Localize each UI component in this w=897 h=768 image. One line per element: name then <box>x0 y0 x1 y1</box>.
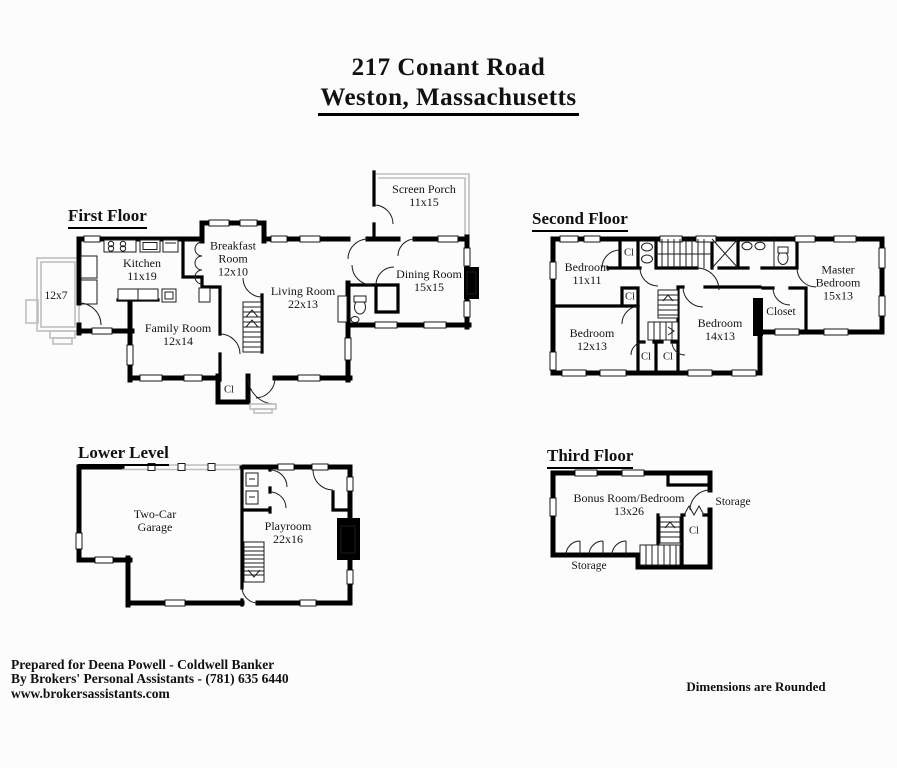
laundry-fixtures <box>245 472 259 505</box>
fireplace-icon-lower <box>337 518 360 560</box>
stairs-third-floor <box>639 516 681 566</box>
second-floor-windows <box>549 235 886 377</box>
label-bedroom-11x11: Bedroom 11x11 <box>564 260 610 287</box>
stairs-lower-level <box>243 541 265 583</box>
heading-first-floor: First Floor <box>68 206 147 229</box>
sink-icon <box>754 241 766 251</box>
dishwasher-icon <box>162 239 179 253</box>
lower-level-interior-walls <box>240 465 352 607</box>
third-floor-door-arcs <box>565 489 711 556</box>
toilet-icon <box>350 295 367 323</box>
label-breakfast-room: Breakfast Room 12x10 <box>210 238 256 279</box>
lower-level-plan <box>75 463 360 608</box>
family-counter <box>117 288 177 303</box>
kitchen-sink-icon <box>139 239 161 253</box>
label-bedroom-14x13: Bedroom 14x13 <box>697 316 743 343</box>
label-playroom: Playroom 22x16 <box>264 519 312 546</box>
label-storage-right: Storage <box>715 495 751 508</box>
label-cl-hall: Cl <box>624 247 634 259</box>
door-arc <box>373 204 394 225</box>
sink-icon <box>741 241 753 251</box>
bifold-door <box>683 504 705 517</box>
third-floor-windows <box>549 469 645 517</box>
bay-scallops <box>194 241 203 285</box>
bath-sink-icon <box>350 316 360 323</box>
property-address: 217 Conant Road <box>351 54 546 81</box>
label-cl-left: Cl <box>641 351 651 363</box>
stairs-first-floor <box>242 301 262 353</box>
label-bedroom-12x13: Bedroom 12x13 <box>569 326 615 353</box>
screen-porch-outline <box>372 170 470 241</box>
lower-level-door-arcs <box>241 469 334 604</box>
label-deck: 12x7 <box>44 289 68 302</box>
stove-icon <box>103 239 137 253</box>
front-steps <box>249 403 277 414</box>
label-storage-bottom: Storage <box>571 559 607 572</box>
preparer-credits: Prepared for Deena Powell - Coldwell Ban… <box>11 657 289 701</box>
property-city: Weston, Massachusetts <box>318 84 579 116</box>
master-bath-fixtures <box>741 239 789 268</box>
shower-icon <box>711 238 739 269</box>
label-screen-porch: Screen Porch 11x15 <box>392 182 456 209</box>
first-floor-windows <box>83 219 471 382</box>
label-cl-right: Cl <box>663 351 673 363</box>
stairwell-center <box>647 289 679 341</box>
label-bonus-room: Bonus Room/Bedroom 13x26 <box>573 491 685 518</box>
label-master-bedroom: Master Bedroom 15x13 <box>815 262 861 303</box>
heading-second-floor: Second Floor <box>532 209 628 232</box>
label-closet-master: Closet <box>766 305 796 318</box>
second-floor-door-arcs <box>601 249 817 356</box>
label-cl-center: Cl <box>625 291 635 303</box>
credit-line-1: Prepared for Deena Powell - Coldwell Ban… <box>11 657 275 672</box>
credit-line-3: www.brokersassistants.com <box>11 685 170 701</box>
hall-bath-sinks-icon <box>641 242 653 264</box>
first-floor-plan <box>25 170 479 414</box>
window-seat <box>198 287 348 323</box>
stairs-second-floor-top <box>656 239 712 268</box>
label-cl-third: Cl <box>689 525 699 537</box>
heading-third-floor: Third Floor <box>547 446 634 469</box>
label-kitchen: Kitchen 11x19 <box>123 256 161 283</box>
closet-slider-door <box>753 298 763 336</box>
refrigerator-icon <box>80 255 98 305</box>
third-floor-outer-walls <box>550 470 713 570</box>
credit-line-2: By Brokers' Personal Assistants - (781) … <box>11 671 289 687</box>
label-living-room: Living Room 22x13 <box>270 284 336 311</box>
label-family-room: Family Room 12x14 <box>144 321 212 348</box>
third-floor-interior-walls <box>656 471 712 569</box>
heading-lower-level: Lower Level <box>78 443 169 466</box>
label-closet-first: Cl <box>224 384 234 396</box>
third-floor-plan <box>549 469 713 570</box>
label-dining-room: Dining Room 15x15 <box>396 267 462 294</box>
dimensions-note: Dimensions are Rounded <box>686 679 826 694</box>
first-floor-door-arcs <box>78 238 416 405</box>
lower-level-windows <box>75 463 354 607</box>
label-garage: Two-Car Garage <box>133 507 177 534</box>
fireplace-icon <box>464 267 479 299</box>
second-floor-plan <box>549 235 886 377</box>
first-floor-outer-walls <box>76 220 472 405</box>
page-title: 217 Conant Road Weston, Massachusetts <box>0 54 897 116</box>
